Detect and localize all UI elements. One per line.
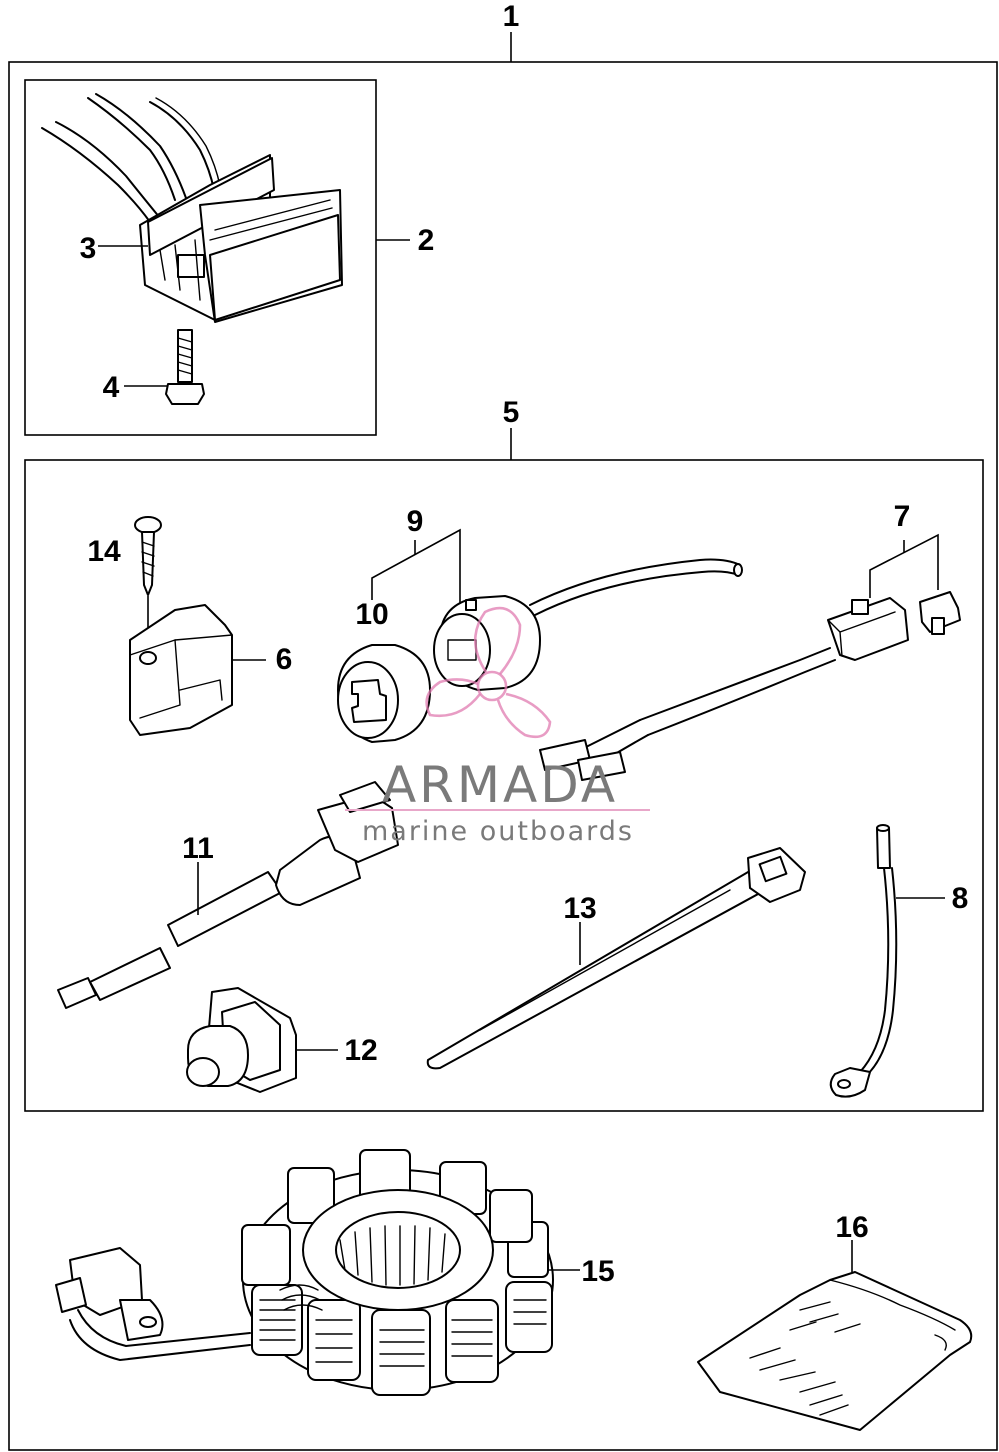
- callout-4: 4: [103, 371, 120, 404]
- callout-13: 13: [563, 892, 596, 925]
- callout-12: 12: [344, 1034, 377, 1067]
- bolt: [165, 329, 205, 405]
- callout-9: 9: [407, 505, 424, 538]
- ground-lead: [829, 824, 898, 1098]
- wire-harness: [539, 591, 961, 781]
- connector-wire: [433, 558, 743, 691]
- assembly-frame: [8, 61, 998, 1451]
- callout-9-10-bracket: [371, 528, 461, 610]
- cable-clamp: [129, 604, 233, 736]
- screw: [134, 516, 162, 596]
- callout-3: 3: [80, 232, 97, 265]
- cable-boot: [57, 781, 399, 1009]
- callout-7: 7: [894, 500, 911, 533]
- callout-6: 6: [276, 643, 293, 676]
- callout-5: 5: [503, 396, 520, 429]
- grommet: [186, 987, 297, 1093]
- callout-16: 16: [835, 1211, 868, 1244]
- watermark-brand: ARMADA: [382, 756, 618, 814]
- parts-bag: [697, 1271, 973, 1431]
- callout-8: 8: [952, 882, 969, 915]
- propeller-icon: [425, 606, 552, 739]
- regulator-kit-frame: [24, 79, 377, 436]
- callout-2: 2: [418, 224, 435, 257]
- connector-cap: [337, 644, 431, 743]
- cable-tie: [426, 847, 806, 1070]
- watermark-tagline: marine outboards: [362, 816, 634, 847]
- callout-14: 14: [87, 535, 121, 568]
- callout-15: 15: [581, 1255, 614, 1288]
- stator: [55, 1149, 554, 1396]
- callout-1: 1: [503, 0, 520, 33]
- wiring-kit-frame: [24, 459, 984, 1112]
- callout-11: 11: [182, 832, 214, 865]
- rectifier-regulator: [41, 93, 343, 323]
- callout-10: 10: [355, 598, 388, 631]
